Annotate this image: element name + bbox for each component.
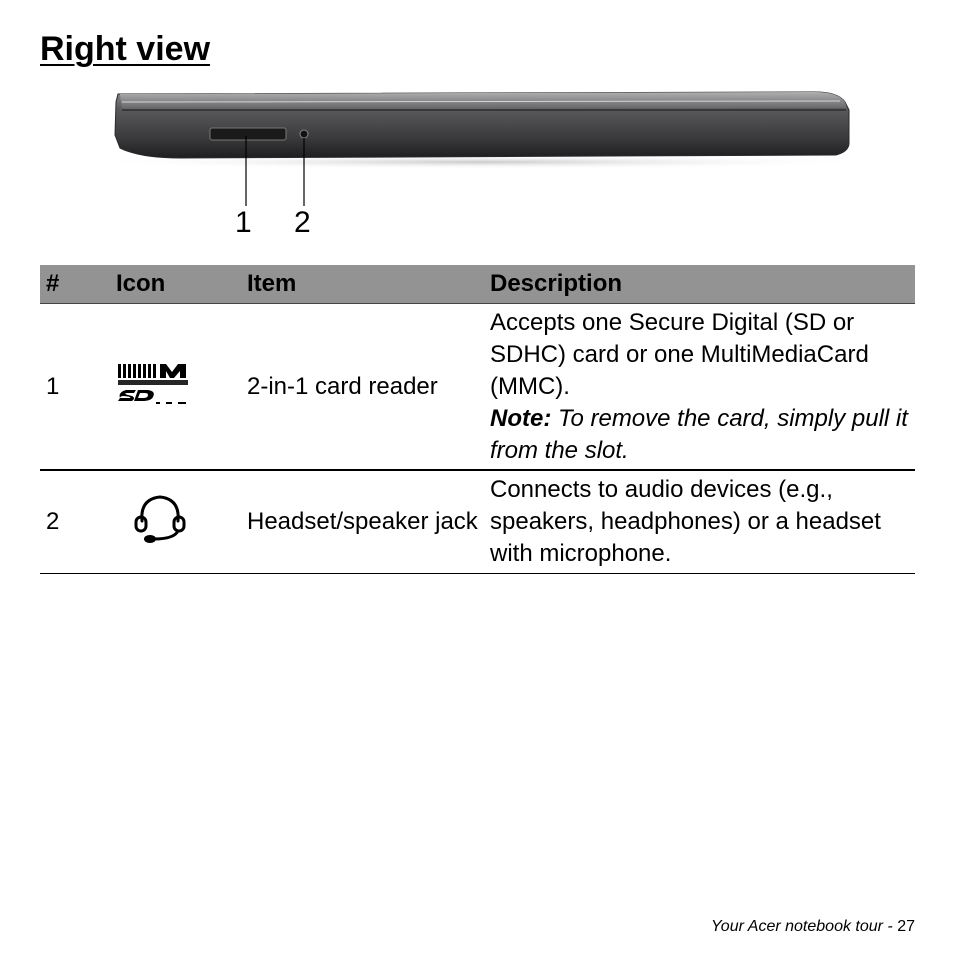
row-item: 2-in-1 card reader (241, 303, 484, 471)
description-text: Accepts one Secure Digital (SD or SDHC) … (490, 308, 869, 400)
row-number: 2 (40, 470, 110, 574)
row-item: Headset/speaker jack (241, 470, 484, 574)
headset-icon (134, 494, 186, 543)
row-description: Accepts one Secure Digital (SD or SDHC) … (484, 303, 915, 471)
callout-2: 2 (294, 206, 311, 239)
header-number: # (40, 265, 110, 304)
row-icon-cell (110, 470, 241, 574)
headset-jack (299, 129, 309, 139)
note-label: Note: (490, 404, 552, 432)
page-footer: Your Acer notebook tour - 27 (711, 918, 915, 936)
callout-1: 1 (235, 206, 252, 239)
table-row: 1 (40, 303, 915, 471)
row-number: 1 (40, 303, 110, 471)
table-row: 2 Headset/speaker jack Connects to audio… (40, 470, 915, 574)
header-icon: Icon (110, 265, 241, 304)
card-reader-slot (209, 127, 287, 141)
table-header-row: # Icon Item Description (40, 265, 915, 304)
header-item: Item (241, 265, 484, 304)
page-title: Right view (40, 30, 211, 68)
laptop-right-side-illustration (80, 91, 880, 206)
row-icon-cell (110, 303, 241, 471)
laptop-shadow (80, 155, 880, 169)
note-text: To remove the card, simply pull it from … (490, 404, 908, 464)
sd-mmc-card-icon (118, 364, 188, 404)
header-description: Description (484, 265, 915, 304)
footer-text: Your Acer notebook tour - (711, 918, 893, 935)
ports-table: # Icon Item Description 1 (40, 265, 915, 574)
page-number: 27 (897, 918, 915, 935)
row-description: Connects to audio devices (e.g., speaker… (484, 470, 915, 574)
